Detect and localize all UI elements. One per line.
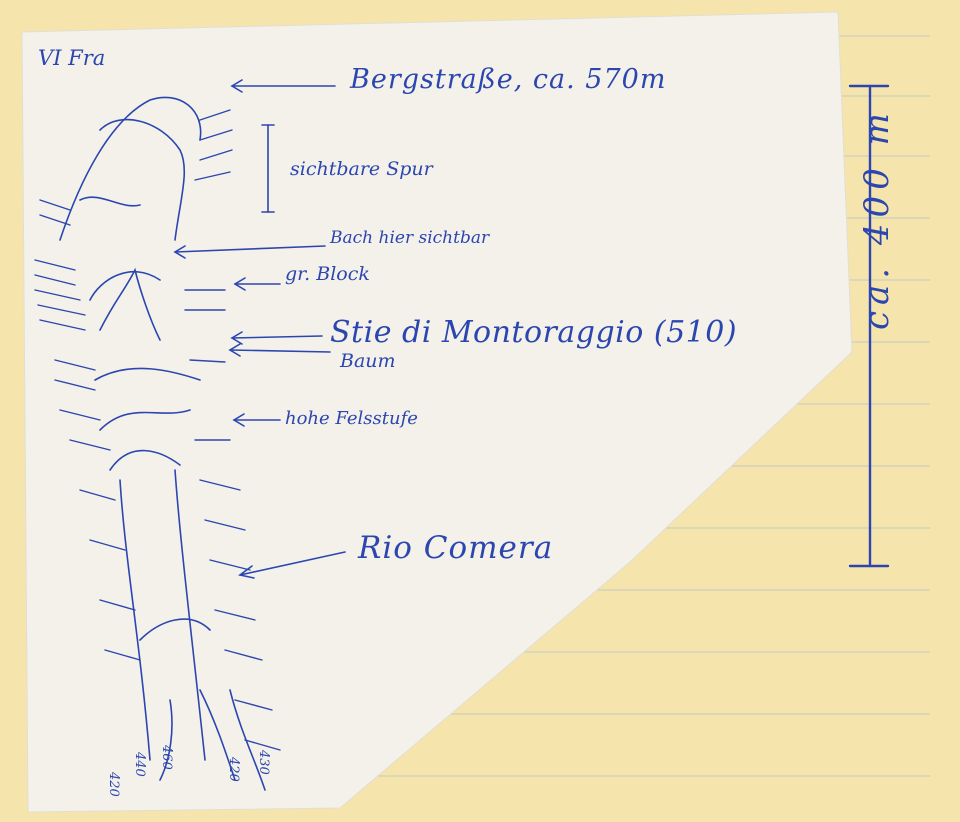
pointer-arrows	[173, 79, 346, 579]
height-label: 420	[106, 772, 121, 797]
label-rio-comera: Rio Comera	[358, 530, 554, 566]
label-felsstufe: hohe Felsstufe	[285, 408, 418, 429]
stream-sketch	[59, 96, 266, 791]
label-stie: Stie di Montoraggio (510)	[330, 315, 738, 350]
label-baum: Baum	[340, 350, 396, 372]
height-label: 440	[132, 752, 147, 777]
slope-hatching	[34, 109, 281, 751]
height-label: 460	[159, 745, 174, 770]
corner-label: VI Fra	[38, 46, 106, 70]
label-block: gr. Block	[285, 263, 370, 285]
paper-sheet	[21, 11, 853, 813]
label-bergstrasse: Bergstraße, ca. 570m	[350, 64, 667, 95]
scale-label: ca. 400 m	[857, 107, 897, 330]
height-label: 430	[256, 750, 271, 775]
scale-bar	[848, 84, 890, 568]
label-sichtbare-spur: sichtbare Spur	[290, 158, 433, 180]
label-bach: Bach hier sichtbar	[330, 228, 490, 248]
height-label: 420	[226, 757, 241, 782]
